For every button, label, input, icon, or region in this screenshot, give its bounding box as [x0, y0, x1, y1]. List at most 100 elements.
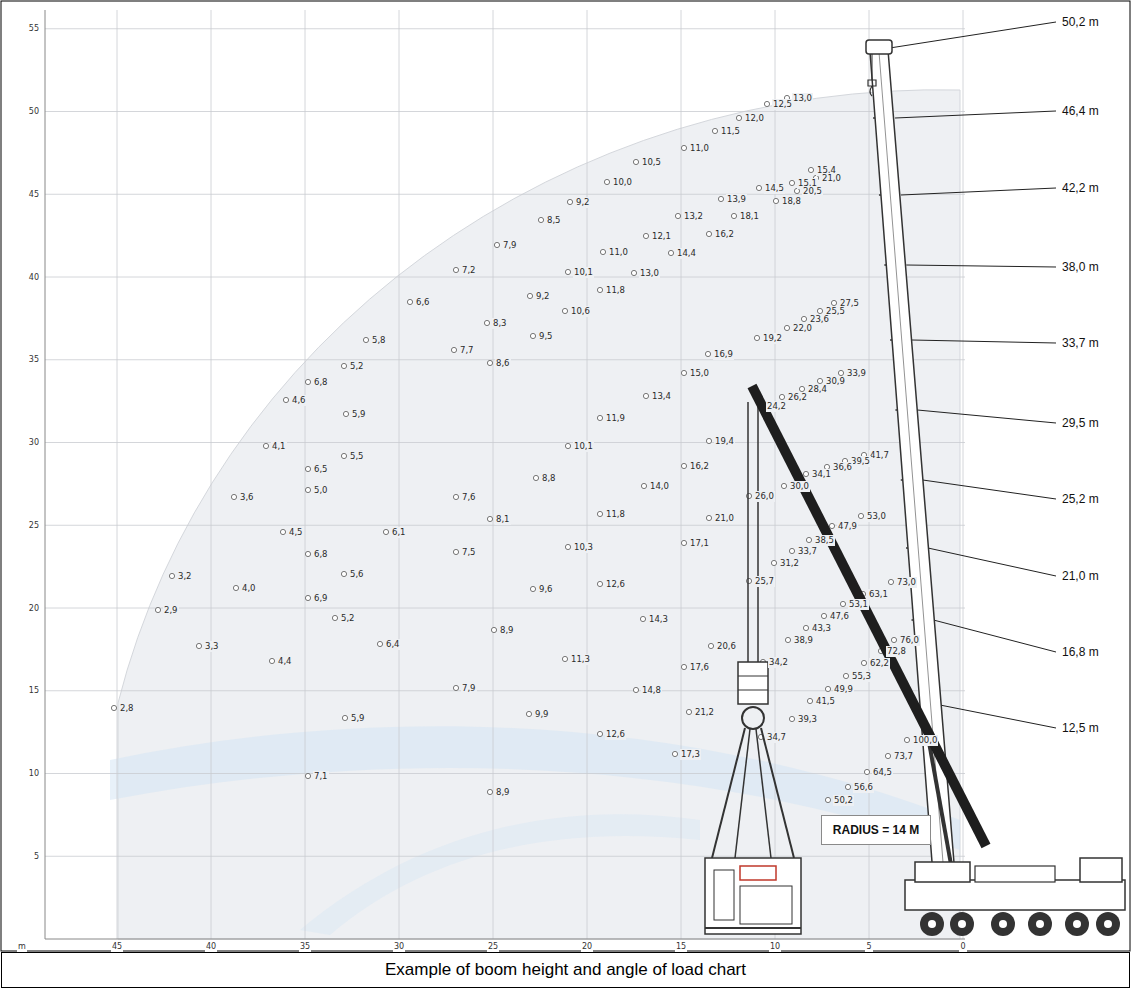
boom-length-label: 12,5 m	[1060, 723, 1101, 734]
leader-line	[895, 111, 1056, 118]
axis-tick: 5	[33, 851, 40, 862]
capacity-point	[305, 551, 310, 556]
boom-length-label: 50,2 m	[1060, 17, 1101, 28]
grid-line	[45, 856, 965, 857]
capacity-point	[231, 494, 236, 499]
capacity-value: 8,9	[495, 787, 511, 798]
capacity-point	[843, 673, 848, 678]
capacity-value: 7,5	[461, 547, 477, 558]
boom-length-label: 33,7 m	[1060, 338, 1101, 349]
leader-line	[923, 480, 1056, 499]
axis-tick: 30	[28, 437, 40, 448]
capacity-value: 13,0	[639, 268, 660, 279]
capacity-value: 8,9	[499, 625, 515, 636]
capacity-point	[781, 483, 786, 488]
capacity-value: 18,1	[739, 211, 760, 222]
capacity-value: 6,1	[391, 527, 407, 538]
boom-length-label: 38,0 m	[1060, 262, 1101, 273]
grid-line	[45, 773, 965, 774]
sling	[735, 729, 750, 858]
carrier-body	[905, 880, 1125, 910]
capacity-value: 13,2	[683, 211, 704, 222]
capacity-point	[641, 483, 646, 488]
axis-unit: m	[17, 941, 27, 952]
capacity-value: 9,9	[534, 709, 550, 720]
capacity-point	[527, 293, 532, 298]
capacity-point	[631, 270, 636, 275]
boom-length-label: 21,0 m	[1060, 571, 1101, 582]
capacity-point	[706, 231, 711, 236]
capacity-point	[343, 411, 348, 416]
capacity-value: 14,4	[676, 248, 697, 259]
capacity-value: 20,6	[716, 641, 737, 652]
capacity-point	[640, 616, 645, 621]
capacity-value: 30,0	[789, 481, 810, 492]
capacity-point	[686, 709, 691, 714]
capacity-point	[643, 393, 648, 398]
capacity-value: 6,9	[313, 593, 329, 604]
grid-line	[45, 277, 965, 278]
capacity-point	[789, 716, 794, 721]
capacity-point	[305, 595, 310, 600]
axis-tick: 40	[205, 941, 217, 952]
sling	[712, 728, 745, 858]
capacity-point	[681, 463, 686, 468]
grid	[45, 10, 965, 939]
leader-line	[928, 548, 1056, 576]
capacity-point	[904, 737, 909, 742]
capacity-value: 6,4	[385, 639, 401, 650]
leader-line	[940, 705, 1056, 728]
caption-box: Example of boom height and angle of load…	[1, 952, 1130, 988]
capacity-point	[565, 544, 570, 549]
capacity-point	[825, 686, 830, 691]
capacity-value: 19,4	[714, 436, 735, 447]
capacity-point	[562, 308, 567, 313]
capacity-point	[487, 360, 492, 365]
capacity-point	[565, 443, 570, 448]
capacity-value: 4,6	[291, 395, 307, 406]
axis-tick: 40	[28, 272, 40, 283]
capacity-value: 73,0	[896, 577, 917, 588]
capacity-point	[746, 493, 751, 498]
capacity-value: 21,2	[694, 707, 715, 718]
capacity-point	[283, 397, 288, 402]
axis-tick: 25	[487, 941, 499, 952]
capacity-value: 16,9	[713, 349, 734, 360]
capacity-point	[672, 751, 677, 756]
boom-length-label: 46,4 m	[1060, 106, 1101, 117]
axis-tick: 55	[28, 23, 40, 34]
capacity-point	[784, 325, 789, 330]
capacity-value: 63,1	[868, 589, 889, 600]
hook-block-line	[738, 690, 768, 691]
capacity-value: 13,0	[792, 93, 813, 104]
capacity-value: 72,8	[886, 646, 907, 657]
capacity-value: 5,0	[313, 485, 329, 496]
capacity-value: 4,4	[277, 656, 293, 667]
capacity-point	[494, 242, 499, 247]
leader-line	[890, 22, 1056, 48]
capacity-value: 2,9	[163, 605, 179, 616]
capacity-value: 62,2	[869, 658, 890, 669]
grid-line	[45, 442, 965, 443]
capacity-point	[764, 101, 769, 106]
capacity-point	[530, 333, 535, 338]
capacity-value: 7,7	[459, 345, 475, 356]
capacity-point	[491, 627, 496, 632]
capacity-value: 10,5	[641, 157, 662, 168]
wheel-hubs	[928, 920, 1112, 928]
capacity-point	[341, 363, 346, 368]
capacity-point	[305, 379, 310, 384]
capacity-point	[633, 687, 638, 692]
capacity-point	[731, 213, 736, 218]
grid-line	[45, 194, 965, 195]
capacity-point	[530, 586, 535, 591]
capacity-point	[756, 185, 761, 190]
load	[705, 858, 801, 934]
capacity-value: 43,3	[811, 623, 832, 634]
capacity-value: 11,0	[608, 247, 629, 258]
capacity-value: 11,0	[689, 143, 710, 154]
capacity-value: 5,9	[350, 713, 366, 724]
boom-length-label: 42,2 m	[1060, 183, 1101, 194]
grid-line	[117, 10, 118, 939]
grid-line	[869, 10, 870, 939]
